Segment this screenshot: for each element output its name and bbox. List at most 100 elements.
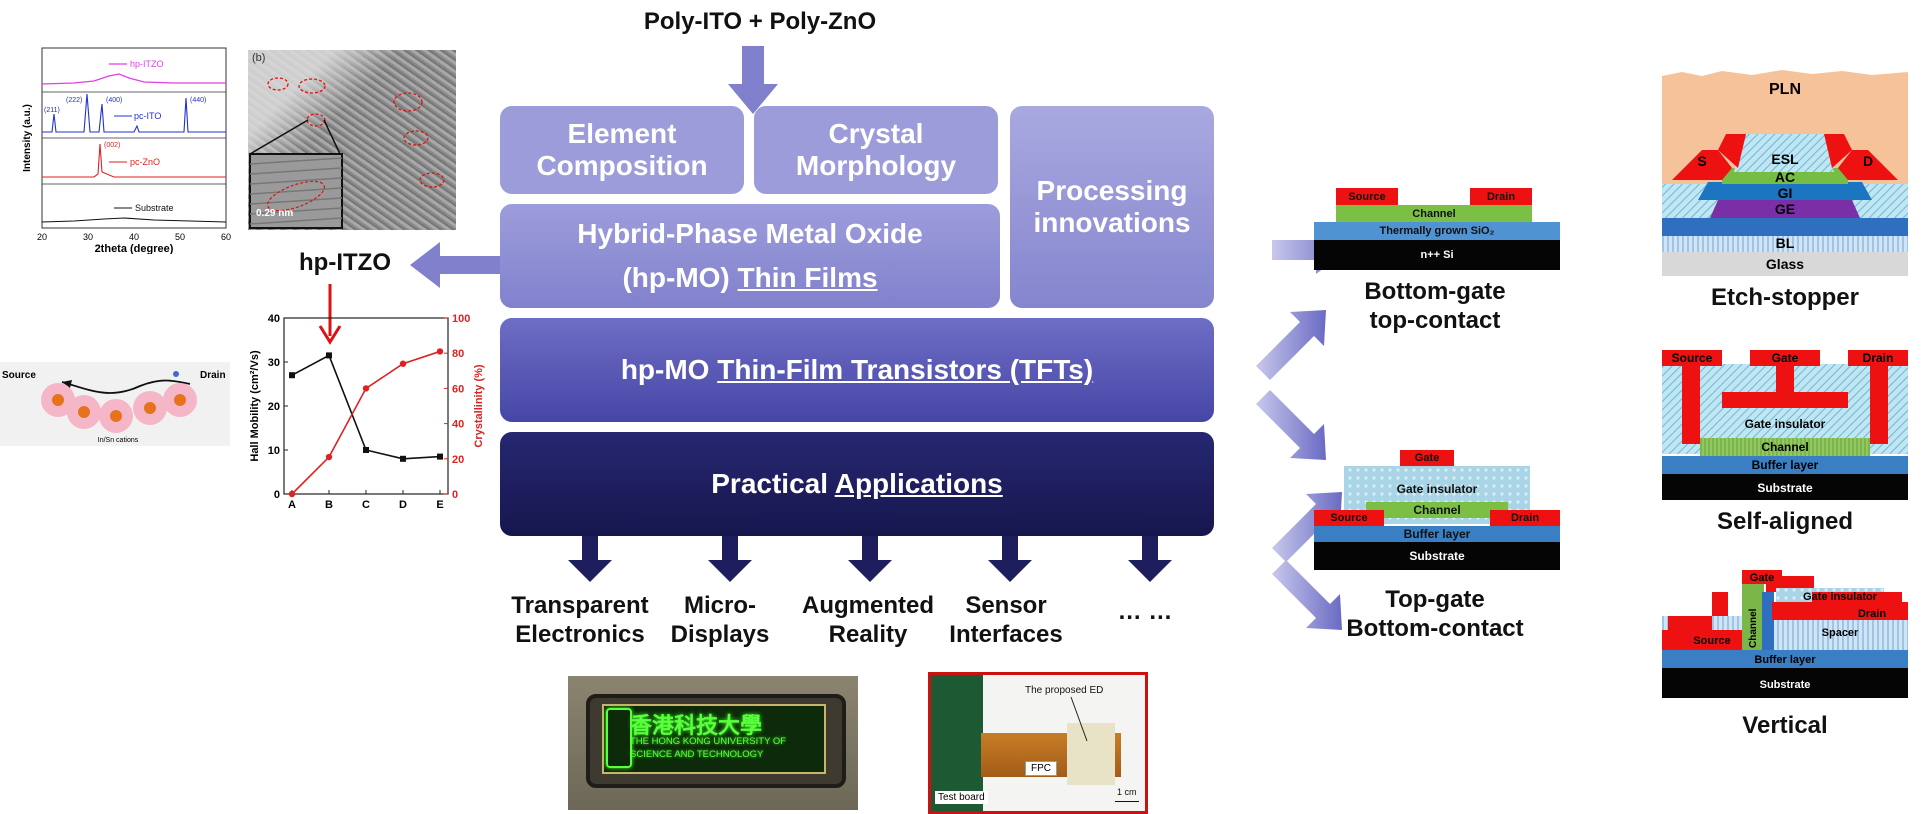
chart-ylabel: Hall Mobility (cm²/Vs) xyxy=(249,350,261,462)
display-en-text1: THE HONG KONG UNIVERSITY OF xyxy=(630,736,787,747)
chart-point xyxy=(437,453,443,460)
self-channel xyxy=(1700,438,1870,456)
tgbc-gate-insulator: Gate insulator xyxy=(1396,482,1478,496)
tem-image: (b) 0.29 nm xyxy=(248,50,456,230)
chart-point xyxy=(289,372,295,379)
arrow-to-bgtc xyxy=(1256,310,1326,380)
carrier-drain-label: Drain xyxy=(200,370,226,381)
tgbc-drain: Drain xyxy=(1490,510,1560,526)
xrd-legend-substrate: Substrate xyxy=(135,203,174,213)
chart-xtick-label: B xyxy=(325,499,333,511)
vert-gi-label: Gate insulator xyxy=(1803,591,1878,603)
sensor-board-label: Test board xyxy=(935,791,988,804)
etch-pln-label: PLN xyxy=(1769,81,1801,98)
chart-y2tick-label: 20 xyxy=(452,454,464,466)
svg-text:Source: Source xyxy=(1672,351,1713,365)
app-micro-displays: Micro-Displays xyxy=(670,592,770,648)
vert-drain-label: Drain xyxy=(1858,608,1886,620)
svg-text:(440): (440) xyxy=(190,97,206,104)
arrow-down-1 xyxy=(568,536,612,582)
self-substrate xyxy=(1662,474,1908,500)
chart-point xyxy=(362,385,370,392)
tft-box: hp-MO Thin-Film Transistors (TFTs) xyxy=(500,318,1214,422)
display-photo: 香港科技大學 THE HONG KONG UNIVERSITY OF SCIEN… xyxy=(568,676,858,810)
etch-drain xyxy=(1838,150,1898,180)
vert-gate-label: Gate xyxy=(1750,572,1774,584)
chart-ytick-label: 30 xyxy=(268,357,280,369)
chart-point xyxy=(363,447,369,453)
carrier-schematic: Source Drain In/Sn cations xyxy=(0,362,230,446)
svg-text:40: 40 xyxy=(129,232,139,242)
bgtc-substrate: n++ Si xyxy=(1314,240,1560,270)
tem-scale-label: 0.29 nm xyxy=(256,208,294,219)
svg-text:Buffer layer: Buffer layer xyxy=(1754,654,1816,666)
xrd-curve-substrate xyxy=(41,217,227,223)
chart-point xyxy=(399,360,407,367)
svg-text:60: 60 xyxy=(221,232,231,242)
bgtc-oxide: Thermally grown SiO₂ xyxy=(1314,222,1560,240)
svg-text:20: 20 xyxy=(37,232,47,242)
vert-channel-label: Channel xyxy=(1748,608,1759,648)
tgbc-gate: Gate xyxy=(1400,450,1454,466)
display-cn-text: 香港科技大學 xyxy=(630,714,763,739)
hp-itzo-label: hp-ITZO xyxy=(299,249,391,276)
xrd-curve-pc-ito xyxy=(42,93,226,133)
xrd-legend-pc-zno: pc-ZnO xyxy=(130,157,160,167)
chart-series-line xyxy=(291,350,441,495)
chart-y2tick-label: 0 xyxy=(452,489,458,501)
svg-text:Drain: Drain xyxy=(1863,351,1894,365)
left-arrow-hp-itzo xyxy=(410,242,500,288)
application-arrows xyxy=(568,536,1172,582)
svg-text:(222): (222) xyxy=(66,97,82,104)
chart-xtick-label: C xyxy=(362,499,370,511)
self-aligned-structure: Source Gate Drain Gate insulator Channel… xyxy=(1662,350,1908,500)
etch-gi xyxy=(1698,182,1872,200)
vertical-title: Vertical xyxy=(1742,712,1828,739)
chart-ytick-label: 10 xyxy=(268,445,280,457)
self-buffer-label: Buffer layer xyxy=(1752,458,1819,472)
sensor-ed-label: The proposed ED xyxy=(1025,685,1104,696)
chart-frame xyxy=(283,317,449,495)
hybrid-phase-films-box: Hybrid-Phase Metal Oxide (hp-MO) Thin Fi… xyxy=(500,204,1000,308)
chart-point xyxy=(325,453,333,461)
svg-text:30: 30 xyxy=(83,232,93,242)
etch-stopper-structure: PLN S ESL D AC GI GE BL Glass xyxy=(1662,70,1908,276)
svg-text:(211): (211) xyxy=(44,107,60,114)
xrd-ylabel: Intensity (a.u.) xyxy=(22,104,33,172)
chart-ytick-label: 40 xyxy=(268,313,280,325)
chart-xtick-label: A xyxy=(288,499,296,511)
chart-ytick-label: 0 xyxy=(274,489,280,501)
sensor-scale-label: 1 cm xyxy=(1117,787,1137,797)
app-more: … … xyxy=(1117,598,1173,625)
xrd-legend-pc-ito: pc-ITO xyxy=(134,111,161,121)
svg-text:Substrate: Substrate xyxy=(1760,679,1811,691)
vertical-structure: Gate Gate insulator Channel Drain Source… xyxy=(1662,570,1908,698)
arrow-down-2 xyxy=(708,536,752,582)
vert-substrate xyxy=(1662,668,1908,698)
bgtc-source: Source xyxy=(1336,188,1398,205)
xrd-xlabel: 2theta (degree) xyxy=(95,243,174,254)
xrd-legend-hp-itzo: hp-ITZO xyxy=(130,59,164,69)
svg-text:Gate: Gate xyxy=(1772,351,1799,365)
tgbc-channel: Channel xyxy=(1366,502,1508,518)
chart-y2tick-label: 80 xyxy=(452,348,464,360)
xrd-curve-hp-itzo xyxy=(41,73,226,85)
chart-xtick-label: D xyxy=(399,499,407,511)
chart-y2tick-label: 40 xyxy=(452,419,464,431)
tgbc-substrate: Substrate xyxy=(1314,542,1560,570)
chart-y2tick-label: 60 xyxy=(452,383,464,395)
arrow-to-self xyxy=(1272,492,1342,562)
etch-bl-label: BL xyxy=(1776,235,1795,251)
bgtc-channel: Channel xyxy=(1336,205,1532,222)
self-substrate-label: Substrate xyxy=(1757,481,1813,495)
chart-point xyxy=(326,352,332,359)
chart-point xyxy=(400,455,406,462)
self-aligned-title: Self-aligned xyxy=(1716,508,1854,535)
etch-ge-label: GE xyxy=(1775,201,1795,217)
